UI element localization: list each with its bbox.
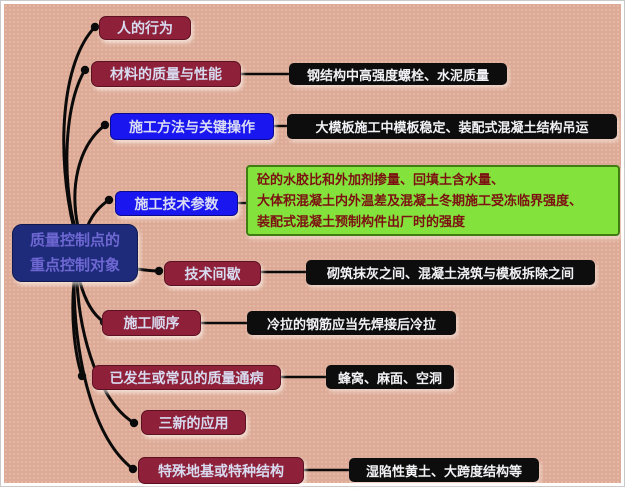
connector-dot: [80, 65, 90, 75]
branch-node-common-quality-defects: 已发生或常见的质量通病: [92, 365, 281, 390]
detail-box-special-foundation: 湿陷性黄土、大跨度结构等: [349, 458, 539, 482]
detail-box-technical-parameters: 砼的水胶比和外加剂掺量、回填土含水量、 大体积混凝土内外温差及混凝土冬期施工受冻…: [246, 165, 620, 236]
connector-curve-new-tech: [75, 280, 136, 425]
connector-dot: [129, 418, 139, 428]
connector-curve-common-quality-defects: [71, 280, 84, 378]
connector-dot: [100, 120, 110, 130]
branch-node-construction-sequence: 施工顺序: [102, 310, 201, 336]
connector-curve-construction-sequence: [78, 280, 106, 324]
detail-box-construction-method: 大模板施工中模板稳定、装配式混凝土结构吊运: [287, 114, 617, 139]
connector-dot: [154, 266, 164, 276]
root-node: 质量控制点的 重点控制对象: [12, 224, 138, 282]
detail-line: 大体积混凝土内外温差及混凝土冬期施工受冻临界强度、: [257, 193, 583, 208]
branch-node-construction-method: 施工方法与关键操作: [110, 113, 274, 140]
connector-curve-material-quality: [65, 68, 87, 230]
detail-box-technical-interval: 砌筑抹灰之间、混凝土浇筑与模板拆除之间: [306, 260, 595, 285]
detail-line: 装配式混凝土预制构件出厂时的强度: [257, 214, 466, 229]
detail-box-common-quality-defects: 蜂窝、麻面、空洞: [326, 365, 454, 389]
connector-curve-technical-parameters: [86, 198, 111, 227]
branch-node-material-quality: 材料的质量与性能: [91, 61, 241, 87]
connector-curve-technical-interval: [135, 267, 161, 273]
connector-dot: [128, 464, 138, 474]
connector-curve-human-behavior: [62, 25, 97, 231]
detail-line: 砼的水胶比和外加剂掺量、回填土含水量、: [257, 172, 505, 187]
mindmap-canvas: 质量控制点的 重点控制对象 人的行为 材料的质量与性能 钢结构中高强度螺栓、水泥…: [4, 4, 621, 484]
branch-node-special-foundation: 特殊地基或特种结构: [138, 457, 304, 484]
connector-dot: [104, 195, 114, 205]
root-label-line1: 质量控制点的: [29, 232, 120, 249]
branch-node-new-tech-application: 三新的应用: [141, 410, 246, 435]
branch-node-technical-parameters: 施工技术参数: [115, 191, 238, 216]
connector-dot: [77, 371, 87, 381]
branch-node-human-behavior: 人的行为: [99, 16, 191, 40]
root-label-line2: 重点控制对象: [29, 257, 120, 274]
connector-dot: [90, 22, 100, 32]
connector-curve-construction-method: [73, 123, 107, 229]
branch-node-technical-interval: 技术间歇: [164, 261, 261, 286]
detail-box-material-quality: 钢结构中高强度螺栓、水泥质量: [289, 63, 507, 85]
detail-box-construction-sequence: 冷拉的钢筋应当先焊接后冷拉: [247, 311, 456, 335]
